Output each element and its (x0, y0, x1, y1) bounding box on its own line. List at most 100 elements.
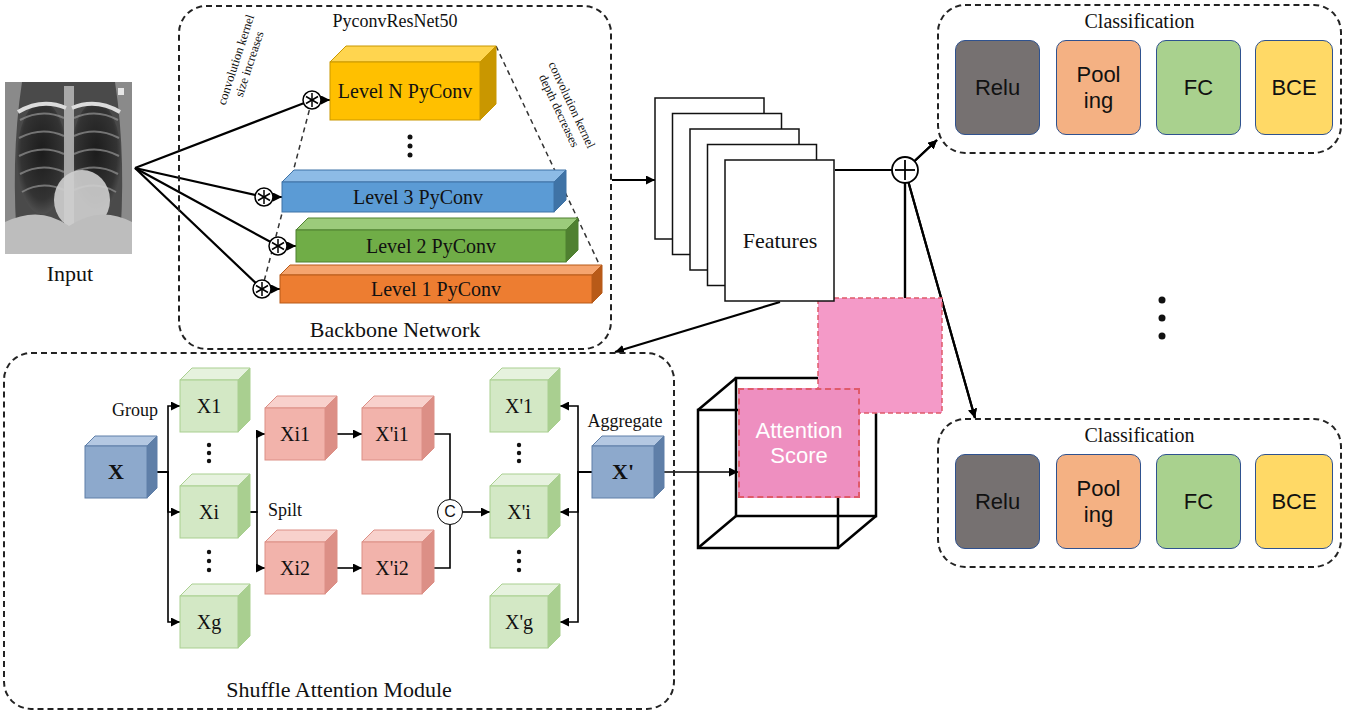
convolution-symbol (269, 237, 287, 255)
ellipsis-dots (408, 135, 413, 140)
flow-arrow (157, 472, 180, 622)
backbone-group-text: PyconvResNet50 (333, 11, 458, 32)
pyconv-level: Level 1 PyConv (280, 265, 602, 303)
fc-box-text: FC (1184, 75, 1213, 100)
relu-box: Relu (955, 40, 1040, 135)
cube-side-face (238, 368, 250, 432)
ellipsis-dots (207, 559, 211, 563)
group-tensor-text: X'g (505, 611, 533, 634)
cube-front-face (180, 486, 238, 538)
split-tensor-text: Xi1 (280, 423, 310, 446)
cube-front-face (490, 380, 548, 432)
feature-maps-text: Features (743, 228, 818, 253)
feature-sheets (655, 98, 835, 302)
pooling-box: Pool ing (1056, 454, 1141, 549)
text-slot: X'i (490, 486, 548, 538)
text-slot: X' (592, 446, 654, 498)
feature-tensor: X (85, 436, 157, 498)
cube-front-face (265, 542, 325, 594)
cube-side-face (654, 436, 664, 498)
cube-front-face (296, 230, 566, 262)
pyconv-level-text: Level 3 PyConv (353, 186, 483, 209)
flow-arrow (434, 525, 450, 568)
cube-top-face (296, 218, 578, 230)
ellipsis-dots (207, 451, 211, 455)
text-slot: BCE (1256, 41, 1332, 134)
ellipsis-dots (1159, 297, 1166, 304)
flow-arrow (434, 434, 450, 499)
cube-front-face (180, 380, 238, 432)
cube-front-face (362, 408, 422, 460)
cube-top-face (592, 436, 664, 446)
text-slot: Level 3 PyConv (282, 182, 554, 212)
text-slot: Pool ing (1057, 41, 1140, 134)
pooling-box: Pool ing (1056, 40, 1141, 135)
input-image-text: Input (47, 261, 93, 286)
convolution-symbol (255, 188, 273, 206)
cube-side-face (422, 530, 434, 594)
text-slot: Xi2 (265, 542, 325, 594)
attention-cube (698, 378, 876, 548)
text-slot: X (85, 446, 147, 498)
ellipsis-dots (517, 443, 521, 447)
ellipsis-dots (207, 459, 211, 463)
text-slot: Relu (956, 41, 1039, 134)
text-slot: Relu (956, 455, 1039, 548)
ellipsis-dots (517, 550, 521, 554)
cube-side-face (238, 584, 250, 648)
group-tensor-text: Xi (199, 501, 219, 524)
cube-top-face (282, 170, 566, 182)
flow-arrow (135, 168, 296, 246)
split-tensor-text: X'i1 (375, 423, 409, 446)
cube-side-face (592, 265, 602, 303)
cube-front-face (490, 486, 548, 538)
backbone-group-text: Backbone Network (310, 317, 480, 342)
convolution-symbol (272, 243, 284, 250)
ellipsis-dots (517, 451, 521, 455)
loss-box: BCE (1255, 40, 1333, 135)
flow-arrow (560, 472, 592, 622)
operation-label: Aggregate (583, 411, 667, 432)
ellipsis-dots (1159, 315, 1166, 322)
flow-arrow (615, 302, 780, 352)
text-slot: Level N PyConv (330, 62, 480, 120)
split-tensor-text: Xi2 (280, 557, 310, 580)
kernel-note: convolution kernel depth decreases (528, 51, 601, 165)
relu-box-text: Relu (975, 489, 1020, 514)
feature-tensor-text: X' (612, 459, 634, 484)
cube-side-face (548, 584, 560, 648)
attention-cube (698, 516, 736, 548)
chest-xray (19, 149, 64, 156)
cube-side-face (548, 368, 560, 432)
convolution-symbol (306, 97, 318, 104)
cube-front-face (282, 182, 554, 212)
ellipsis-dots (408, 153, 413, 158)
cube-top-face (280, 265, 602, 275)
cube-top-face (330, 46, 496, 62)
group-tensor-text: X'1 (505, 395, 533, 418)
cube-front-face (592, 446, 654, 498)
fc-box: FC (1156, 40, 1241, 135)
flow-arrow (560, 472, 592, 512)
group-tensor-text: X1 (197, 395, 221, 418)
relu-box: Relu (955, 454, 1040, 549)
add-symbol (892, 157, 918, 183)
cube-side-face (554, 170, 566, 212)
chest-xray (5, 82, 132, 254)
group-tensor: X'i (490, 474, 560, 538)
text-slot: Level 1 PyConv (280, 275, 592, 303)
cube-front-face (330, 62, 480, 120)
concat-symbol: C (437, 499, 463, 525)
chest-xray (118, 88, 124, 95)
pyconv-level: Level 2 PyConv (296, 218, 578, 262)
convolution-symbol (256, 286, 268, 293)
cube-side-face (325, 530, 337, 594)
chest-xray (72, 104, 120, 112)
text-slot: Shuffle Attention Module (5, 677, 673, 702)
ellipsis-dots (517, 559, 521, 563)
text-slot: Attention Score (740, 390, 858, 496)
loss-box-text: BCE (1271, 489, 1316, 514)
cube-front-face (490, 596, 548, 648)
text-slot: BCE (1256, 455, 1332, 548)
attention-score: Attention Score (738, 388, 860, 498)
